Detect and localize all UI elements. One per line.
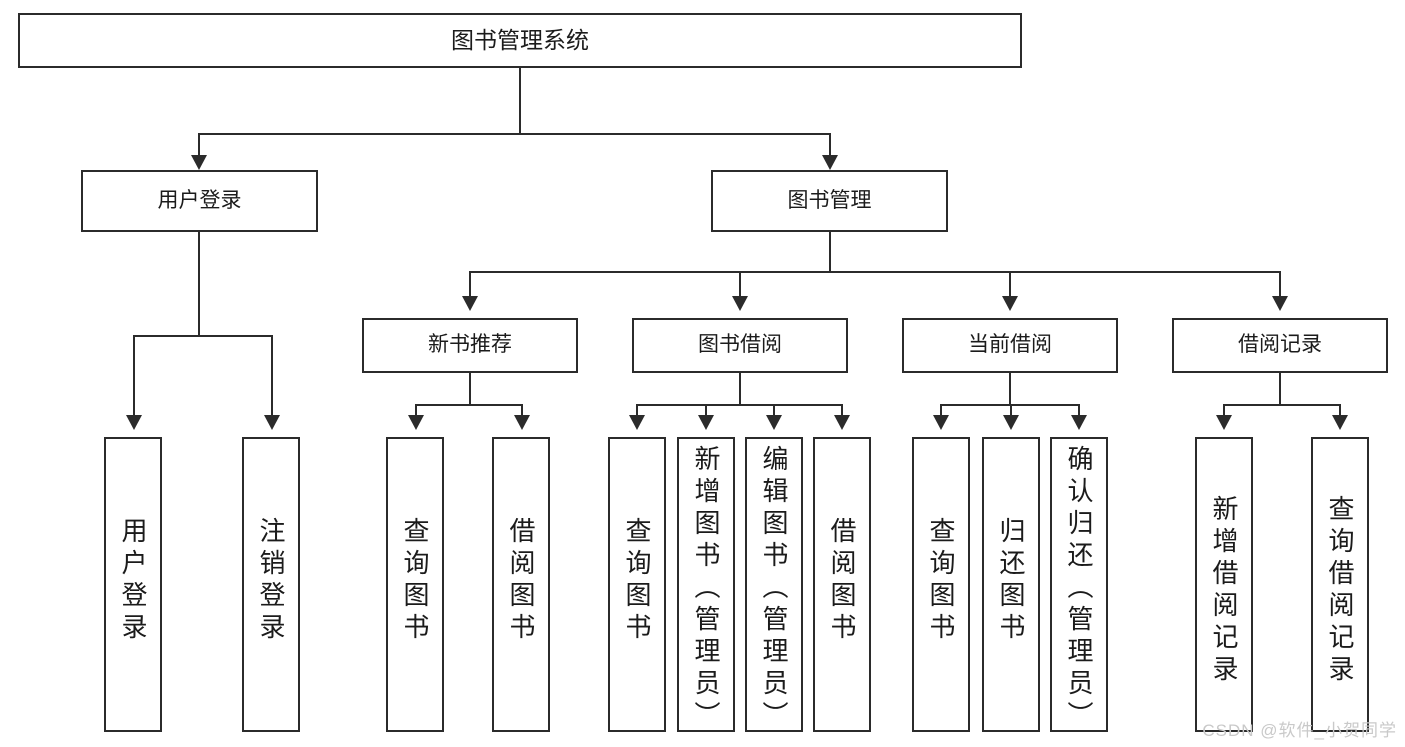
arrow-record — [1272, 296, 1288, 311]
node-borrow[interactable]: 图书借阅 — [632, 318, 848, 373]
connector-user-login-b1 — [133, 335, 135, 415]
arrow-book-manage — [822, 155, 838, 170]
node-new-rec[interactable]: 新书推荐 — [362, 318, 578, 373]
node-leaf-query-record[interactable]: 查询借阅记录 — [1311, 437, 1369, 732]
node-leaf-logout[interactable]: 注销登录 — [242, 437, 300, 732]
node-leaf-add-record-label: 新增借阅记录 — [1209, 495, 1239, 687]
node-leaf-add-record[interactable]: 新增借阅记录 — [1195, 437, 1253, 732]
node-leaf-edit-book-label: 编辑图书（管理员） — [759, 445, 789, 733]
connector-user-login-b2 — [271, 335, 273, 415]
connector-re-c2 — [1339, 404, 1341, 415]
node-leaf-edit-book[interactable]: 编辑图书（管理员） — [745, 437, 803, 733]
arrow-borrow — [732, 296, 748, 311]
node-current-label: 当前借阅 — [968, 333, 1052, 357]
node-book-manage[interactable]: 图书管理 — [711, 170, 948, 232]
arrow-leaf-3 — [408, 415, 424, 430]
node-leaf-query-record-label: 查询借阅记录 — [1325, 495, 1355, 687]
connector-borrow-bus — [636, 404, 842, 406]
node-leaf-borrow-book-2-label: 借阅图书 — [827, 517, 857, 645]
arrow-user-login — [191, 155, 207, 170]
node-leaf-logout-label: 注销登录 — [256, 517, 286, 645]
arrow-leaf-7 — [766, 415, 782, 430]
node-leaf-user-login[interactable]: 用户登录 — [104, 437, 162, 732]
connector-root-bus — [198, 133, 831, 135]
arrow-leaf-11 — [1071, 415, 1087, 430]
node-record-label: 借阅记录 — [1238, 333, 1322, 357]
node-root-label: 图书管理系统 — [451, 26, 589, 53]
connector-bo-c2 — [705, 404, 707, 415]
arrow-leaf-2 — [264, 415, 280, 430]
connector-cu-c1 — [940, 404, 942, 415]
connector-record-stem — [1279, 373, 1281, 404]
arrow-new-rec — [462, 296, 478, 311]
node-user-login-label: 用户登录 — [157, 188, 242, 212]
connector-bm-c3 — [1009, 271, 1011, 296]
connector-user-login-bus — [133, 335, 272, 337]
arrow-leaf-10 — [1003, 415, 1019, 430]
connector-nr-c1 — [415, 404, 417, 415]
connector-new-rec-stem — [469, 373, 471, 404]
node-leaf-borrow-book-2[interactable]: 借阅图书 — [813, 437, 871, 732]
connector-nr-c2 — [521, 404, 523, 415]
connector-current-stem — [1009, 373, 1011, 404]
arrow-leaf-13 — [1332, 415, 1348, 430]
connector-cu-c3 — [1078, 404, 1080, 415]
node-new-rec-label: 新书推荐 — [428, 333, 512, 357]
node-leaf-query-book-2-label: 查询图书 — [622, 517, 652, 645]
arrow-leaf-1 — [126, 415, 142, 430]
node-leaf-query-book-1-label: 查询图书 — [400, 517, 430, 645]
connector-borrow-stem — [739, 373, 741, 404]
node-leaf-add-book-label: 新增图书（管理员） — [691, 445, 721, 733]
connector-bm-c2 — [739, 271, 741, 296]
connector-book-manage-bus — [469, 271, 1281, 273]
connector-cu-c2 — [1010, 404, 1012, 415]
node-leaf-return-book-label: 归还图书 — [996, 517, 1026, 645]
node-current[interactable]: 当前借阅 — [902, 318, 1118, 373]
node-leaf-user-login-label: 用户登录 — [118, 517, 148, 645]
connector-root-to-book-manage — [829, 133, 831, 155]
arrow-current — [1002, 296, 1018, 311]
csdn-watermark: CSDN @软件_小贺同学 — [1202, 721, 1397, 740]
node-leaf-query-book-1[interactable]: 查询图书 — [386, 437, 444, 732]
connector-bo-c1 — [636, 404, 638, 415]
connector-root-to-user-login — [198, 133, 200, 155]
arrow-leaf-8 — [834, 415, 850, 430]
node-leaf-return-book[interactable]: 归还图书 — [982, 437, 1040, 732]
node-leaf-query-book-3-label: 查询图书 — [926, 517, 956, 645]
node-root[interactable]: 图书管理系统 — [18, 13, 1022, 68]
connector-re-c1 — [1223, 404, 1225, 415]
connector-record-bus — [1223, 404, 1341, 406]
connector-root-stem — [519, 68, 521, 133]
connector-user-login-stem — [198, 232, 200, 335]
node-leaf-confirm-return-label: 确认归还（管理员） — [1064, 445, 1094, 733]
node-leaf-confirm-return[interactable]: 确认归还（管理员） — [1050, 437, 1108, 733]
arrow-leaf-6 — [698, 415, 714, 430]
node-record[interactable]: 借阅记录 — [1172, 318, 1388, 373]
connector-bm-c4 — [1279, 271, 1281, 296]
arrow-leaf-4 — [514, 415, 530, 430]
node-leaf-query-book-2[interactable]: 查询图书 — [608, 437, 666, 732]
arrow-leaf-12 — [1216, 415, 1232, 430]
connector-bo-c3 — [773, 404, 775, 415]
connector-book-manage-stem — [829, 232, 831, 271]
arrow-leaf-9 — [933, 415, 949, 430]
node-leaf-add-book[interactable]: 新增图书（管理员） — [677, 437, 735, 733]
node-leaf-borrow-book-1-label: 借阅图书 — [506, 517, 536, 645]
connector-new-rec-bus — [415, 404, 523, 406]
node-leaf-query-book-3[interactable]: 查询图书 — [912, 437, 970, 732]
connector-bo-c4 — [841, 404, 843, 415]
node-borrow-label: 图书借阅 — [698, 333, 782, 357]
node-user-login[interactable]: 用户登录 — [81, 170, 318, 232]
connector-bm-c1 — [469, 271, 471, 296]
node-book-manage-label: 图书管理 — [787, 188, 872, 212]
node-leaf-borrow-book-1[interactable]: 借阅图书 — [492, 437, 550, 732]
connector-current-bus — [940, 404, 1079, 406]
arrow-leaf-5 — [629, 415, 645, 430]
